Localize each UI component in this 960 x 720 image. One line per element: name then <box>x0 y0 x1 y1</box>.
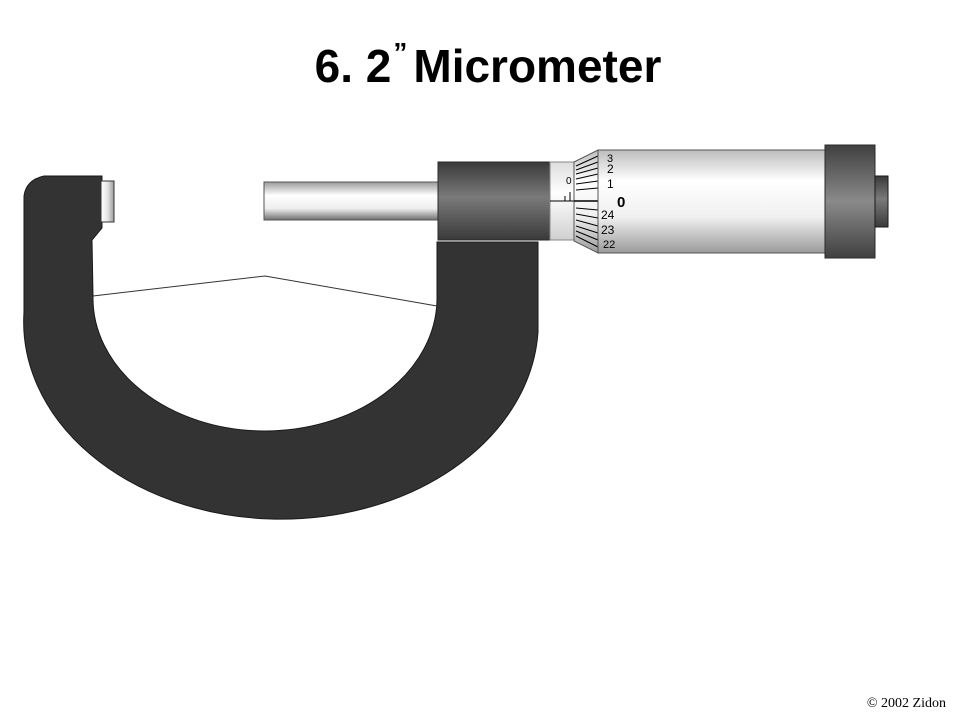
ratchet-knob <box>874 175 889 228</box>
ratchet-cap <box>824 144 876 259</box>
thimble-index-label: 0 <box>617 194 625 211</box>
title-word: Micrometer <box>413 40 662 92</box>
thimble-label: 24 <box>601 208 615 222</box>
thimble-label: 3 <box>607 153 613 165</box>
copyright-notice: © 2002 Zidon <box>866 696 946 711</box>
frame-inner-line <box>92 275 438 307</box>
anvil <box>100 180 115 223</box>
thimble-label: 22 <box>603 239 615 251</box>
title-inch-mark: ” <box>393 37 408 68</box>
spindle <box>263 181 441 221</box>
thimble-label: 1 <box>607 177 614 191</box>
thimble-label: 2 <box>607 162 614 176</box>
thimble-scale-numbers: 3 2 1 0 24 23 22 <box>601 153 625 251</box>
sleeve-housing <box>437 161 551 241</box>
micrometer-frame <box>23 175 539 520</box>
sleeve-ticks <box>564 192 571 201</box>
thimble-label: 23 <box>601 223 615 237</box>
title-number: 6. 2 <box>314 40 392 92</box>
thimble <box>597 149 827 254</box>
sleeve-label: 0 <box>566 176 572 187</box>
page-title: 6. 2”Micrometer <box>0 38 960 94</box>
